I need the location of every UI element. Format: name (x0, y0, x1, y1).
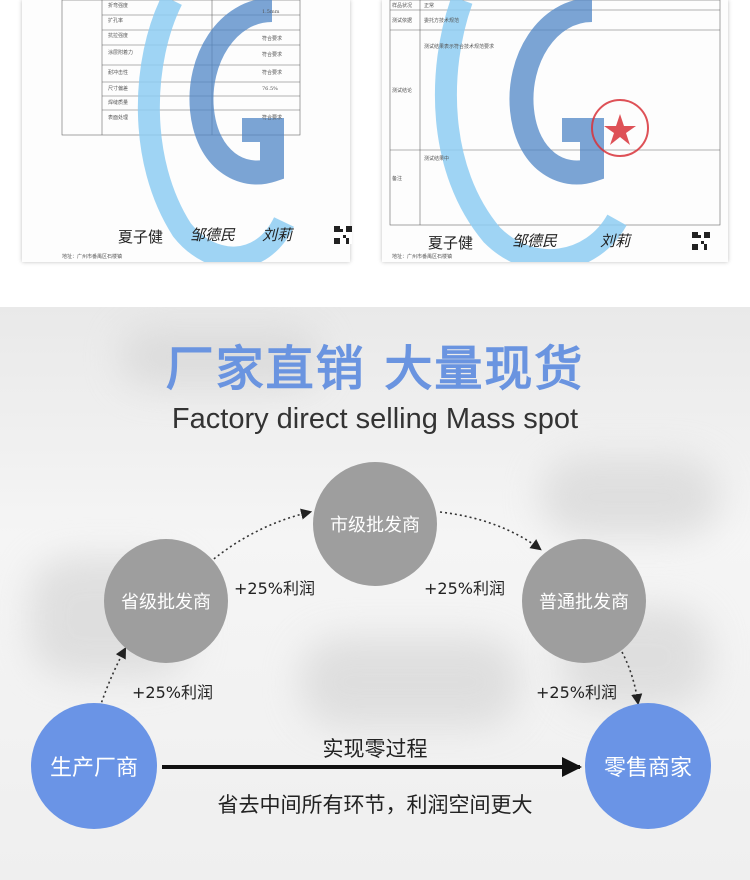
arrow-city-to-ordinary (439, 511, 542, 551)
cert-row-value: 符合要求 (262, 70, 283, 76)
node-city-wholesaler: 市级批发商 (313, 462, 437, 586)
background-blur (300, 637, 520, 727)
cert-row-value: 符合要求 (262, 115, 283, 121)
profit-label: +25%利润 (132, 683, 213, 702)
subline: Factory direct selling Mass spot (171, 403, 579, 435)
cert-row-label: 抗拉强度 (108, 33, 129, 39)
cert-row-label: 焊缝质量 (108, 100, 129, 106)
cert-row-value: 测试结果中 (424, 156, 450, 162)
background-blur (120, 327, 320, 387)
cert-row-label: 备注 (392, 176, 403, 182)
certificate-right-table (389, 0, 721, 262)
certificate-band: 折弯强度 扩孔率 抗拉强度 涂层附着力 耐冲击性 尺寸偏差 焊缝质量 表面处理 … (0, 0, 750, 300)
direct-benefit-label: 省去中间所有环节，利润空间更大 (217, 793, 533, 817)
arrow-provincial-to-city (209, 508, 313, 563)
node-manufacturer: 生产厂商 (31, 703, 157, 829)
red-seal-icon (591, 99, 649, 157)
cert-row-value: 委托方技术规范 (424, 18, 460, 24)
certificate-left: 折弯强度 扩孔率 抗拉强度 涂层附着力 耐冲击性 尺寸偏差 焊缝质量 表面处理 … (22, 0, 352, 262)
cert-row-value: 1.5mm (262, 9, 280, 15)
signature: 夏子健 (118, 228, 164, 246)
cert-row-label: 表面处理 (108, 115, 129, 121)
supply-chain-section: 厂家直销 大量现货 Factory direct selling Mass sp… (0, 307, 750, 880)
profit-label: +25%利润 (234, 579, 315, 598)
certificate-left-table (61, 0, 301, 262)
node-retailer: 零售商家 (585, 703, 711, 829)
cert-row-label: 尺寸偏差 (108, 86, 129, 92)
signature: 邹德民 (190, 226, 236, 244)
signature: 刘莉 (600, 232, 631, 250)
cert-row-label: 测试结论 (392, 88, 413, 94)
qr-code-icon (334, 226, 352, 244)
node-ordinary-wholesaler: 普通批发商 (522, 539, 646, 663)
signature: 夏子健 (428, 234, 474, 252)
signature: 刘莉 (262, 226, 293, 244)
arrow-ordinary-to-retailer (621, 651, 643, 706)
signature: 邹德民 (512, 232, 558, 250)
cert-row-value: 正常 (424, 3, 435, 9)
cert-row-label: 测试依据 (392, 18, 413, 24)
cert-footer: 地址：广州市番禺区石楼镇 (392, 254, 453, 260)
cert-row-value: 76.5% (262, 86, 278, 92)
cert-row-label: 扩孔率 (108, 18, 124, 24)
cert-row-label: 涂层附着力 (108, 50, 134, 56)
cert-row-value: 符合要求 (262, 36, 283, 42)
cert-footer: 地址：广州市番禺区石楼镇 (62, 254, 123, 260)
direct-process-label: 实现零过程 (322, 737, 428, 761)
node-provincial-wholesaler: 省级批发商 (104, 539, 228, 663)
cert-row-value: 测试结果表示符合技术规范要求 (424, 44, 495, 50)
flow-arrows (99, 508, 643, 777)
qr-code-icon (692, 232, 710, 250)
profit-label: +25%利润 (424, 579, 505, 598)
cert-row-value: 符合要求 (262, 52, 283, 58)
certificate-right: 样品状况 测试依据 测试结论 备注 正常 委托方技术规范 测试结果表示符合技术规… (382, 0, 728, 262)
arrow-manufacturer-to-provincial (99, 647, 127, 708)
cert-row-label: 样品状况 (392, 3, 413, 9)
headline: 厂家直销 大量现货 (165, 341, 585, 397)
profit-label: +25%利润 (536, 683, 617, 702)
cert-row-label: 折弯强度 (108, 3, 129, 9)
cert-row-label: 耐冲击性 (108, 70, 129, 76)
background-blur (540, 457, 720, 537)
